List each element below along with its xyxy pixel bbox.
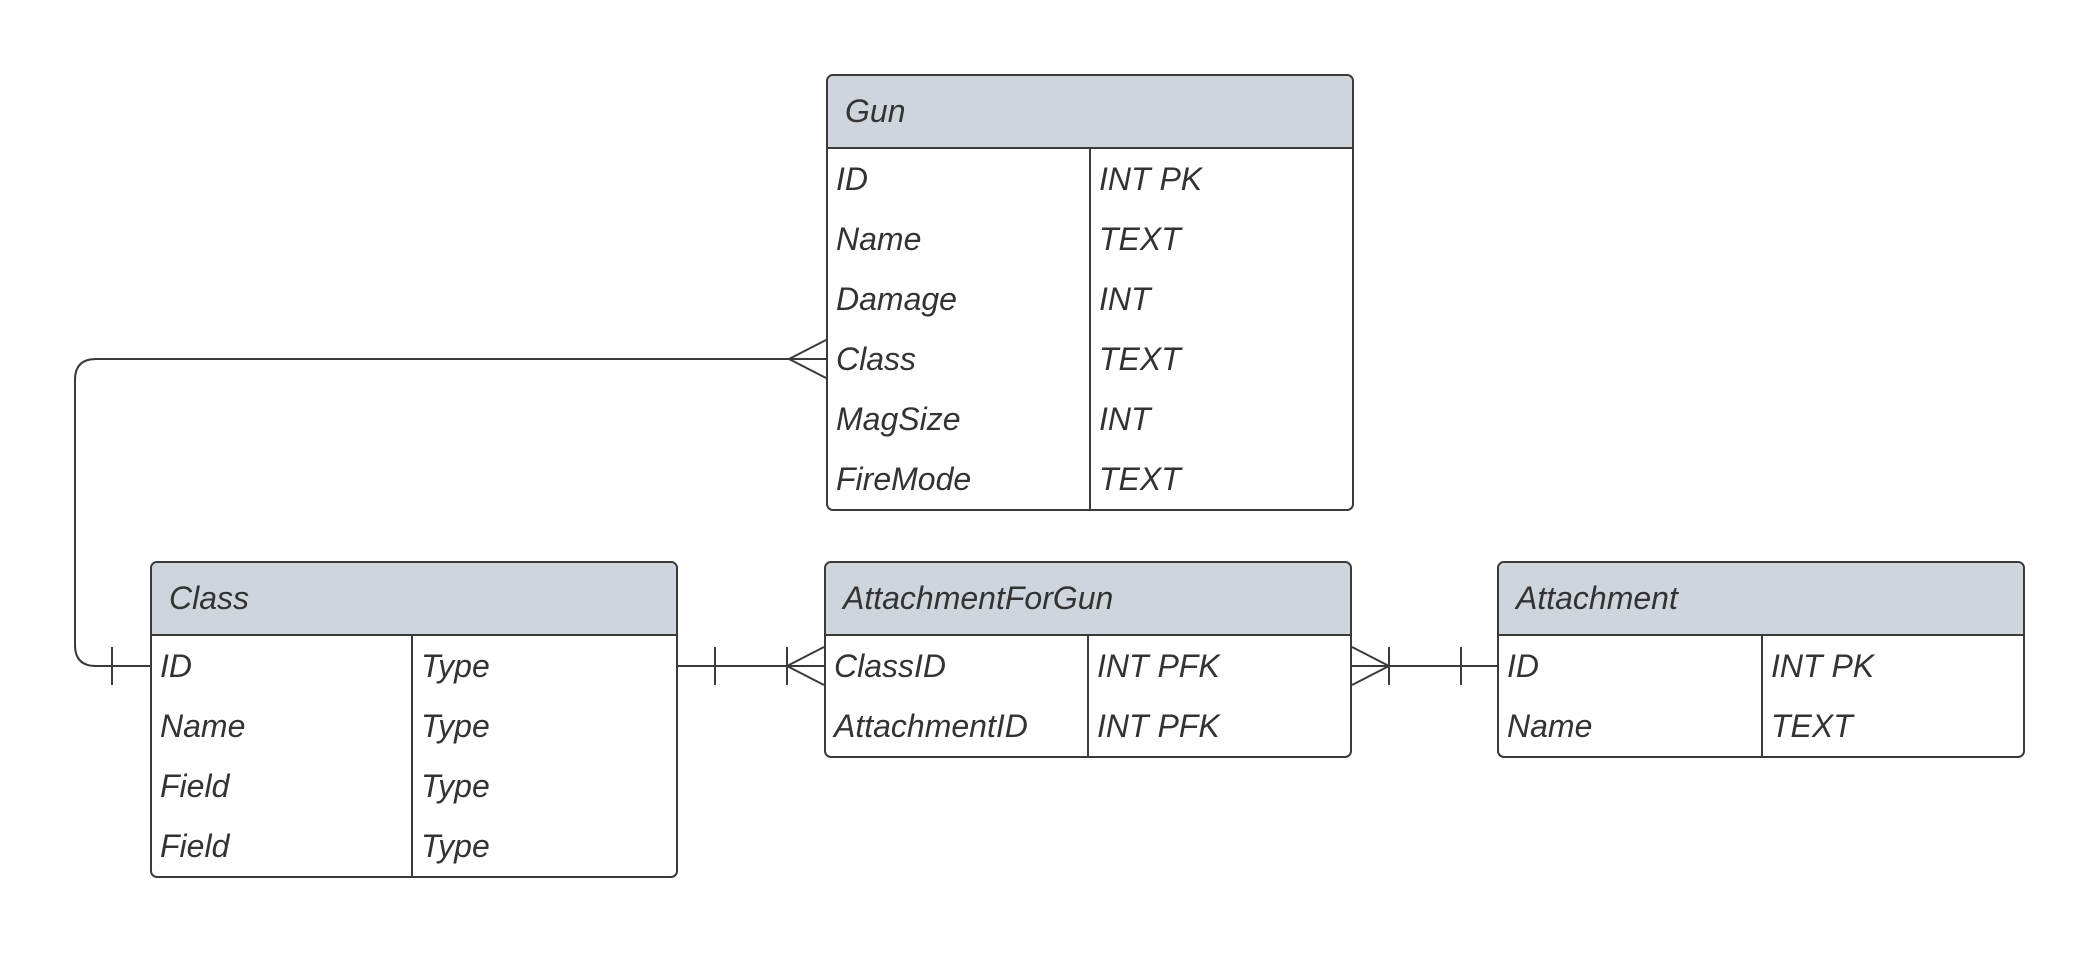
field-row[interactable]: MagSize INT <box>828 389 1352 449</box>
entity-attachmentforgun-header: AttachmentForGun <box>826 563 1350 636</box>
field-type: Type <box>421 827 490 864</box>
field-type: INT <box>1099 280 1151 317</box>
field-row[interactable]: FireMode TEXT <box>828 449 1352 509</box>
entity-class-fields: ID Type Name Type Field Type Field Type <box>152 636 676 876</box>
field-type: Type <box>421 647 490 684</box>
field-type: TEXT <box>1099 220 1181 257</box>
entity-attachment-header: Attachment <box>1499 563 2023 636</box>
field-name: ID <box>836 160 868 197</box>
field-row[interactable]: Name Type <box>152 696 676 756</box>
column-divider <box>411 636 413 876</box>
entity-gun-title: Gun <box>845 93 906 129</box>
field-row[interactable]: ClassID INT PFK <box>826 636 1350 696</box>
entity-class-title: Class <box>169 580 250 616</box>
entity-class-header: Class <box>152 563 676 636</box>
entity-attachmentforgun-fields: ClassID INT PFK AttachmentID INT PFK <box>826 636 1350 756</box>
column-divider <box>1089 149 1091 509</box>
field-row[interactable]: ID Type <box>152 636 676 696</box>
connector-class-gun-line <box>74 358 826 667</box>
field-row[interactable]: Name TEXT <box>1499 696 2023 756</box>
field-row[interactable]: Name TEXT <box>828 209 1352 269</box>
column-divider <box>1087 636 1089 756</box>
field-type: Type <box>421 707 490 744</box>
field-row[interactable]: Field Type <box>152 756 676 816</box>
field-type: INT PFK <box>1097 647 1220 684</box>
entity-attachment-fields: ID INT PK Name TEXT <box>1499 636 2023 756</box>
field-name: FireMode <box>836 460 972 497</box>
column-divider <box>1761 636 1763 756</box>
field-row[interactable]: Damage INT <box>828 269 1352 329</box>
field-type: INT PFK <box>1097 707 1220 744</box>
connector-class-to-attachmentforgun <box>678 646 825 686</box>
many-marker-afg-upper <box>786 646 825 667</box>
field-name: Field <box>160 827 230 864</box>
field-name: Name <box>836 220 922 257</box>
field-row[interactable]: ID INT PK <box>1499 636 2023 696</box>
field-row[interactable]: ID INT PK <box>828 149 1352 209</box>
field-row[interactable]: Field Type <box>152 816 676 876</box>
field-name: Name <box>1507 707 1593 744</box>
field-type: INT PK <box>1771 647 1875 684</box>
many-marker-afg-right-lower <box>1351 665 1390 686</box>
field-type: TEXT <box>1099 340 1181 377</box>
field-name: ID <box>160 647 192 684</box>
entity-attachment[interactable]: Attachment ID INT PK Name TEXT <box>1497 561 2025 758</box>
field-name: MagSize <box>836 400 961 437</box>
field-name: Name <box>160 707 246 744</box>
field-name: Class <box>836 340 917 377</box>
field-type: Type <box>421 767 490 804</box>
field-name: AttachmentID <box>834 707 1028 744</box>
field-name: Field <box>160 767 230 804</box>
connector-attachmentforgun-to-attachment <box>1351 646 1497 686</box>
many-marker-gun-upper <box>788 339 827 360</box>
field-name: ClassID <box>834 647 947 684</box>
field-row[interactable]: Class TEXT <box>828 329 1352 389</box>
entity-gun[interactable]: Gun ID INT PK Name TEXT Damage INT Class… <box>826 74 1354 511</box>
entity-gun-header: Gun <box>828 76 1352 149</box>
entity-attachment-title: Attachment <box>1516 580 1678 616</box>
many-marker-gun-lower <box>788 358 827 379</box>
field-name: ID <box>1507 647 1539 684</box>
many-marker-afg-right-upper <box>1351 646 1390 667</box>
field-type: INT <box>1099 400 1151 437</box>
connector-class-to-gun <box>74 339 827 685</box>
many-marker-afg-lower <box>786 665 825 686</box>
field-row[interactable]: AttachmentID INT PFK <box>826 696 1350 756</box>
entity-attachmentforgun[interactable]: AttachmentForGun ClassID INT PFK Attachm… <box>824 561 1352 758</box>
entity-gun-fields: ID INT PK Name TEXT Damage INT Class TEX… <box>828 149 1352 509</box>
field-type: TEXT <box>1771 707 1853 744</box>
field-type: TEXT <box>1099 460 1181 497</box>
entity-attachmentforgun-title: AttachmentForGun <box>843 580 1114 616</box>
field-name: Damage <box>836 280 957 317</box>
field-type: INT PK <box>1099 160 1203 197</box>
entity-class[interactable]: Class ID Type Name Type Field Type Field… <box>150 561 678 878</box>
